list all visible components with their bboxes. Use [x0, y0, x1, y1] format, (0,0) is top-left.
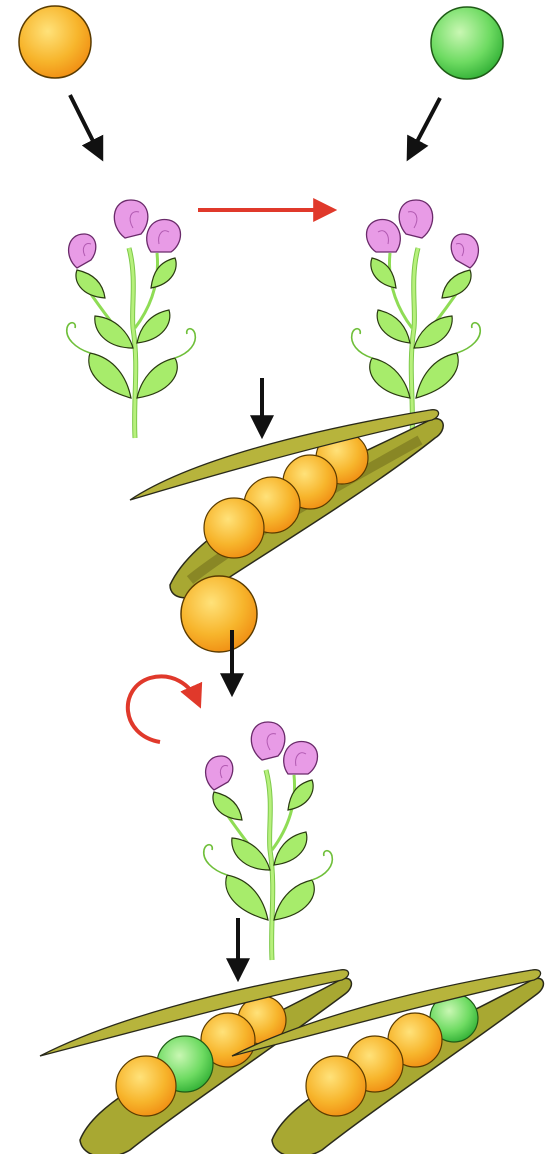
green-pea-icon: [431, 7, 503, 79]
pea-plant-icon: [204, 722, 333, 960]
pea-plant-icon: [67, 200, 196, 438]
yellow-pea-icon: [19, 6, 91, 78]
yellow-pea-icon: [181, 576, 257, 652]
arrow-icon: [410, 98, 440, 155]
pea-pod-icon: [130, 410, 443, 598]
arrow-icon: [70, 95, 100, 155]
self-pollination-arrow-icon: [128, 676, 198, 742]
pea-pod-icon: [232, 970, 543, 1154]
pea-plant-icon: [352, 200, 481, 438]
